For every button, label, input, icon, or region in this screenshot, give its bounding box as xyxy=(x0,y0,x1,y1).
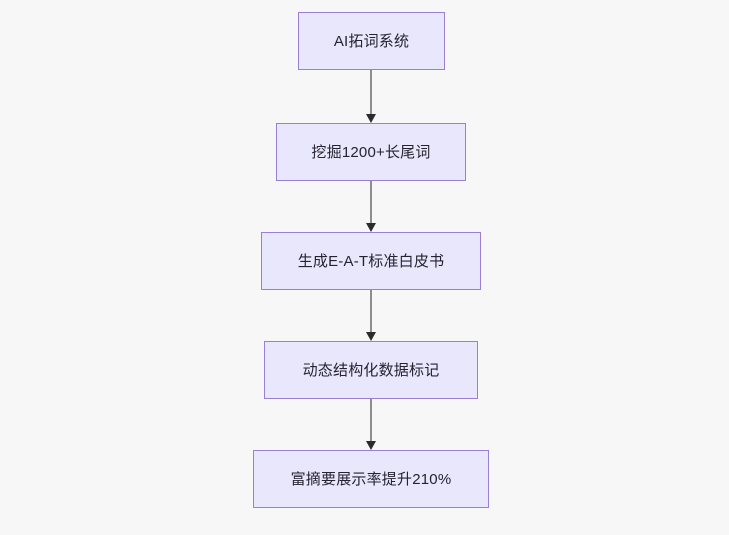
flowchart-node-label: 挖掘1200+长尾词 xyxy=(311,143,431,161)
flowchart-node-generate-eat-whitepaper[interactable]: 生成E-A-T标准白皮书 xyxy=(261,232,481,290)
edge-line xyxy=(370,181,372,224)
flowchart-edge-arrow xyxy=(362,290,380,341)
arrowhead-down-icon xyxy=(366,223,376,232)
flowchart-edge-arrow xyxy=(362,181,380,232)
edge-line xyxy=(370,399,372,442)
flowchart-edge-arrow xyxy=(362,399,380,450)
flowchart-node-label: 富摘要展示率提升210% xyxy=(290,470,452,488)
edge-line xyxy=(370,290,372,333)
flowchart-edge-arrow xyxy=(362,70,380,123)
arrowhead-down-icon xyxy=(366,332,376,341)
edge-line xyxy=(370,70,372,115)
flowchart-node-ai-keyword-system[interactable]: AI拓词系统 xyxy=(298,12,445,70)
flowchart-node-label: 动态结构化数据标记 xyxy=(302,361,440,379)
arrowhead-down-icon xyxy=(366,441,376,450)
flowchart-node-mine-longtail-keywords[interactable]: 挖掘1200+长尾词 xyxy=(276,123,466,181)
arrowhead-down-icon xyxy=(366,114,376,123)
flowchart-node-label: AI拓词系统 xyxy=(333,32,410,50)
flowchart-node-dynamic-structured-data-markup[interactable]: 动态结构化数据标记 xyxy=(264,341,478,399)
flowchart-node-rich-snippet-impression-lift[interactable]: 富摘要展示率提升210% xyxy=(253,450,489,508)
flowchart-node-label: 生成E-A-T标准白皮书 xyxy=(297,252,445,270)
